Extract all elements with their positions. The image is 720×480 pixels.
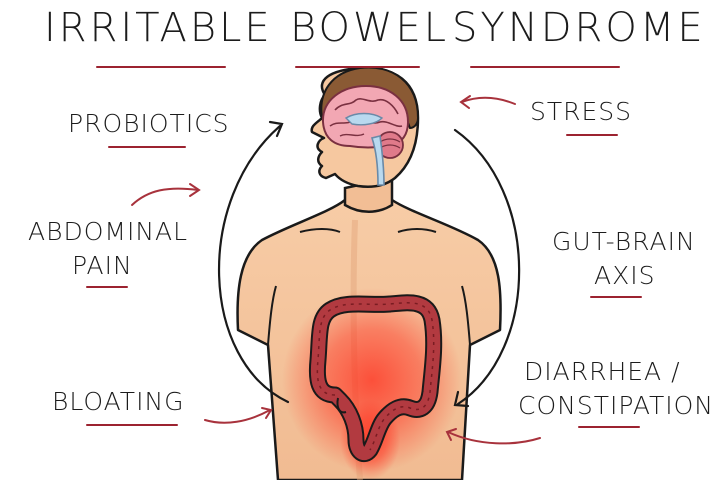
label-pain: Pain	[72, 251, 133, 280]
underline-axis	[590, 296, 642, 298]
head	[310, 66, 420, 188]
cycle-arrows	[218, 120, 521, 408]
arrow-right-head	[453, 390, 470, 408]
label-probiotics: Probiotics	[68, 109, 230, 138]
pointer-arrows	[131, 95, 541, 445]
label-bloating: Bloating	[52, 387, 185, 416]
underline-stress	[566, 134, 618, 136]
label-stress: Stress	[530, 97, 633, 126]
label-gut-brain: Gut-Brain	[552, 227, 696, 256]
title-word-2: Bowel	[290, 5, 450, 51]
arrow-abdominal	[131, 187, 199, 206]
title-underline-3	[470, 66, 620, 68]
arrow-diarrhea	[447, 431, 541, 445]
label-constipation: Constipation	[518, 391, 715, 420]
arrow-bloating	[204, 409, 271, 424]
underline-pain	[86, 286, 128, 288]
brain-stem	[370, 135, 385, 186]
arrow-right-arc	[453, 128, 521, 406]
underline-probiotics	[108, 146, 186, 148]
label-diarrhea: Diarrhea /	[524, 357, 681, 386]
title-underline-1	[96, 66, 226, 68]
label-abdominal: Abdominal	[28, 217, 189, 246]
arrow-left-arc	[218, 124, 290, 404]
title-word-3: Syndrome	[452, 5, 706, 51]
colon	[308, 294, 443, 463]
arrow-stress	[461, 96, 516, 105]
underline-constipation	[578, 426, 640, 428]
underline-bloating	[86, 424, 178, 426]
title-word-1: Irritable	[44, 5, 273, 51]
title-underline-2	[295, 66, 420, 68]
arrow-left-head	[268, 120, 284, 138]
label-axis: Axis	[594, 261, 656, 290]
